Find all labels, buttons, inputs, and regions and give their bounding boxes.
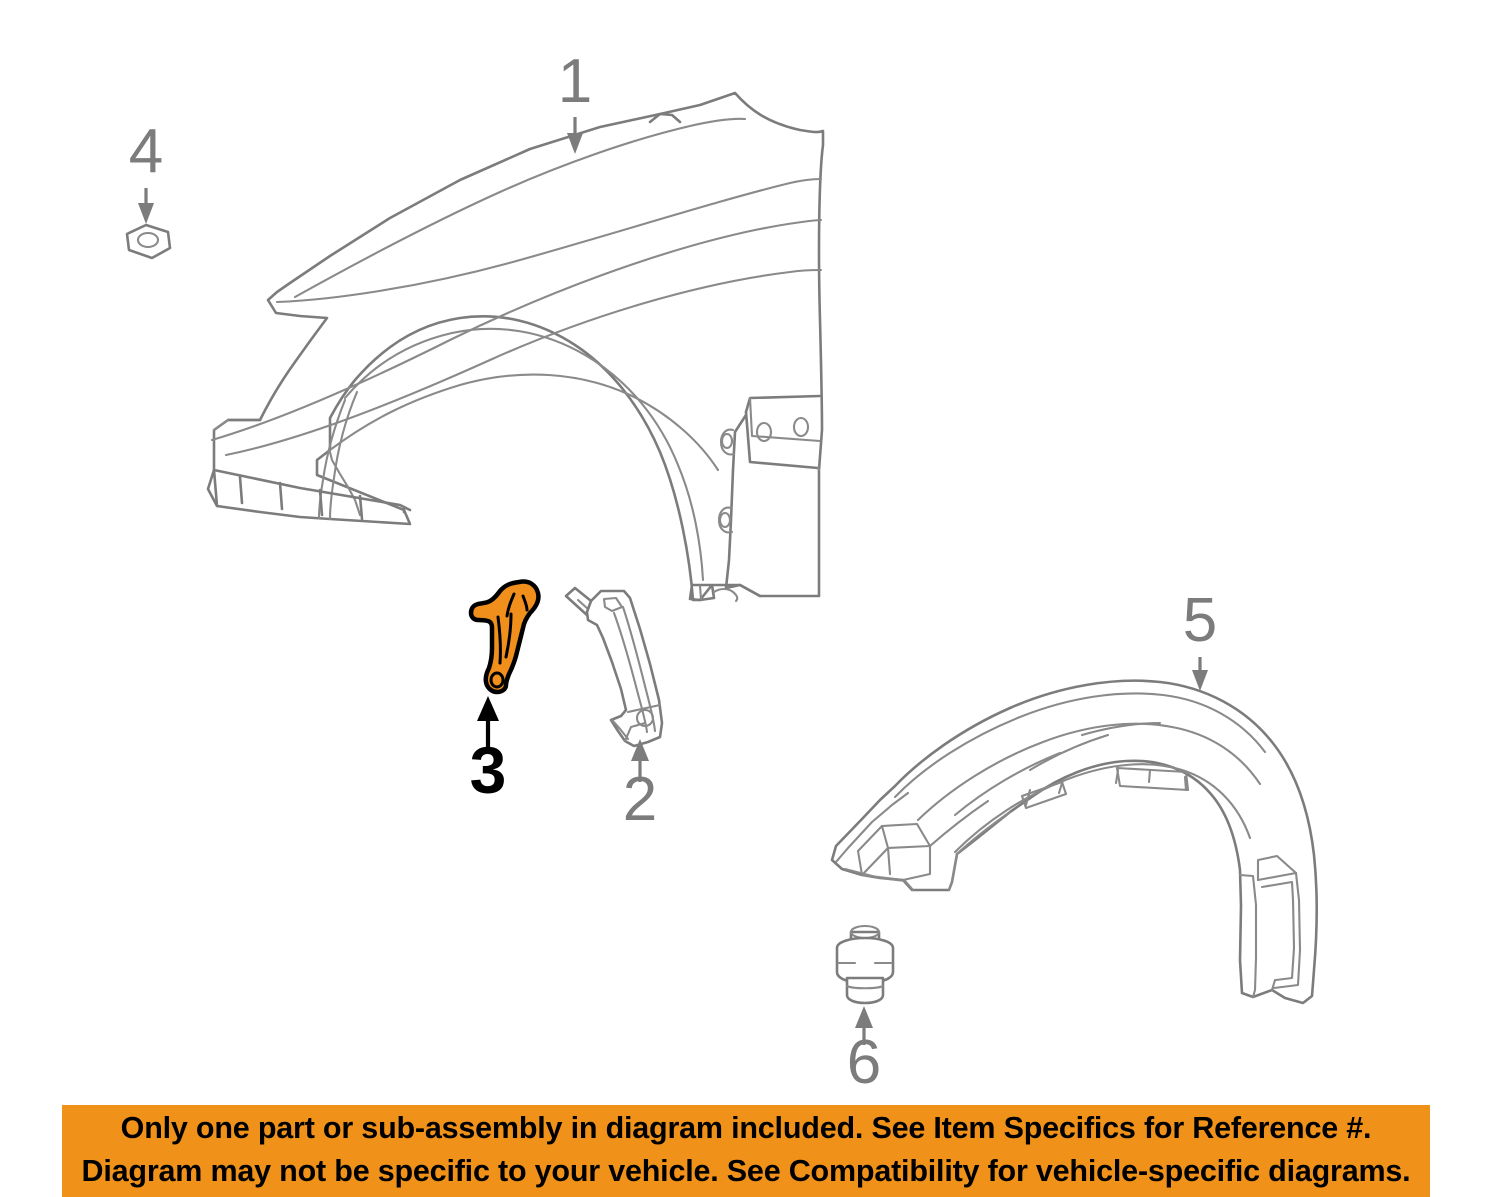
callout-2-number: 2: [623, 765, 657, 834]
callout-2: 2: [623, 739, 657, 834]
callout-4: 4: [129, 117, 163, 224]
callout-6-number: 6: [847, 1028, 881, 1097]
callout-5-number: 5: [1183, 586, 1217, 655]
part-push-pin-retainer-clip: [835, 924, 895, 1005]
callout-3: 3: [470, 696, 507, 807]
callout-6: 6: [847, 1006, 881, 1097]
callout-3-number: 3: [470, 733, 507, 807]
callout-1-number: 1: [558, 47, 592, 116]
part-fender-bracket-rear: [564, 586, 664, 748]
part-fender-panel: [206, 91, 825, 603]
notice-banner: Only one part or sub-assembly in diagram…: [62, 1105, 1430, 1197]
callout-5: 5: [1183, 586, 1217, 691]
part-fender-bracket-front-highlighted: [468, 579, 541, 695]
part-fender-splash-shield-liner: [830, 679, 1318, 1005]
notice-line-1: Only one part or sub-assembly in diagram…: [120, 1111, 1372, 1145]
callout-4-number: 4: [129, 117, 163, 186]
notice-line-2: Diagram may not be specific to your vehi…: [81, 1154, 1411, 1188]
part-fender-mounting-nut: [125, 223, 172, 260]
callout-1: 1: [558, 47, 592, 154]
